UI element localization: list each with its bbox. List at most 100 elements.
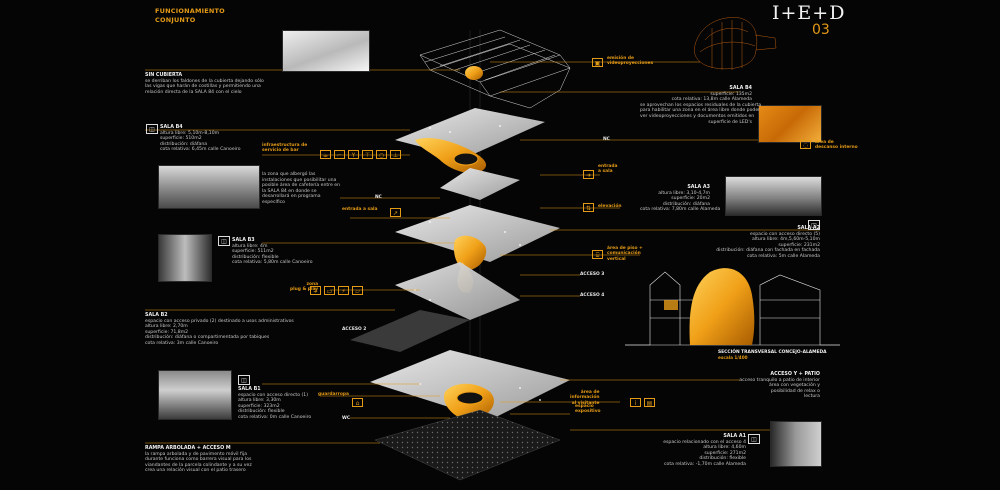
block-line: para habilitar una zona en el área libre… [640, 108, 761, 114]
block-line: superficie: 271m2 [704, 450, 746, 456]
block-line: posible área de cafetería entre en [262, 183, 340, 189]
sala-a2-block: SALA A2 espacio con acceso directo (5) a… [705, 226, 820, 260]
block-line: altura libre: 5,10m-8,10m [160, 130, 220, 136]
rest-icon: ◌ [800, 140, 811, 149]
block-line: superficie: 510m2 [160, 136, 202, 142]
tag-acceso-2: ACCESO 2 [342, 327, 367, 332]
block-line: altura libre: 3,30m [238, 398, 281, 404]
block-line: altura libre: 4,60m [703, 445, 746, 451]
orange-detail-photo [758, 105, 822, 143]
rampa-block: RAMPA ARBOLADA + ACCESO M la rampa arbol… [145, 446, 252, 474]
block-line: acceso tranquilo a patio de interior [739, 377, 820, 383]
ramp-slab [350, 310, 470, 352]
tag-line: entrada [598, 164, 618, 169]
entry-icon: ➜ [583, 170, 594, 179]
tag-acceso-4: ACCESO 4 [580, 293, 605, 298]
tag-zona-plug: zona plug & play [290, 282, 318, 293]
chair-icon: ⌐ [334, 150, 345, 159]
tag-line: información [570, 395, 600, 401]
floor-b2 [395, 262, 520, 320]
tag-line: descanso interno [815, 145, 858, 151]
camera-icon: ◫ [218, 236, 230, 246]
plate-icon: ○ [376, 150, 387, 159]
tag-nc-upper: NC [375, 195, 382, 200]
tag-nc-mid: NC [603, 137, 610, 142]
sala-a1-block: SALA A1 espacio relacionado con el acces… [650, 434, 746, 468]
leader-lines [145, 61, 820, 444]
tag-line: servicio de bar [262, 148, 299, 154]
page-title: FUNCIONAMIENTO CONJUNTO [155, 7, 225, 25]
elevator-icon: ⇅ [583, 203, 594, 212]
laptop-icon: ▱ [352, 286, 363, 295]
tag-line: plug & play [290, 287, 319, 293]
block-line: ver videoproyecciones y documentos emiti… [640, 113, 755, 119]
block-line: cota relativa: 7,80m calle Alameda [640, 207, 721, 213]
block-line: distribución: diáfana [662, 201, 710, 207]
block-line: cota relativa: 0m calle Canoeiro [238, 414, 312, 420]
coat-hanger-icon: ⌂ [352, 398, 363, 407]
projector-icon: ▣ [592, 58, 603, 67]
sala-b1-photo [158, 370, 232, 420]
sala-b4-right-block: SALA B4 superficie: 135m2 cota relativa:… [640, 86, 761, 125]
block-line: se derriban los faldones de la cubierta … [145, 78, 264, 84]
block-title: ACCESO Y + PATIO [770, 372, 820, 377]
block-title: SALA A3 [687, 185, 710, 190]
block-title: SALA B4 [729, 86, 752, 91]
tag-line: videoproyecciones [607, 61, 654, 67]
block-title: SALA B2 [145, 313, 168, 318]
power-icon: ⚡ [338, 286, 349, 295]
tag-entrada-sala: entrada a sala [342, 207, 378, 212]
block-line: espacio con acceso directo (5) [750, 231, 820, 237]
cup-icon: ☕ [320, 150, 331, 159]
title-line-2: CONJUNTO [155, 16, 196, 24]
block-line: cota relativa: 6,45m calle Canoeiro [160, 147, 241, 153]
sala-b4-block: SALA B4 altura libre: 5,10m-8,10m superf… [160, 125, 241, 153]
sin-cubierta-block: SIN CUBIERTA se derriban los faldones de… [145, 73, 264, 95]
plug-icon: ⏚ [310, 286, 321, 295]
tag-area-info: área de información al visitante [570, 390, 600, 406]
block-title: RAMPA ARBOLADA + ACCESO M [145, 446, 231, 451]
block-line: específico [262, 199, 285, 205]
roof-wireframe [419, 29, 571, 109]
sala-a3-block: SALA A3 altura libre: 3,10-4,7m superfic… [640, 185, 721, 213]
glass-icon: Y [348, 150, 359, 159]
info-icon: i [630, 398, 641, 407]
stair-core-upper [453, 235, 487, 271]
section-gold-volume [689, 268, 755, 345]
tag-line: a sala [598, 169, 613, 175]
tag-area-piso: área de piso + comunicación vertical [607, 246, 643, 262]
dotted-ramp [374, 409, 561, 481]
block-line: distribución: diáfana [160, 141, 208, 147]
block-title: SIN CUBIERTA [145, 73, 183, 78]
arrow-icon: ↗ [390, 208, 401, 217]
floor-b3-small [440, 168, 520, 200]
block-line: distribución: flexible [232, 254, 279, 260]
block-line: altura libre: 3,10-4,7m [658, 190, 710, 196]
block-line: espacio relacionado con el acceso 4 [663, 439, 746, 445]
block-line: viandantes de la parcela colindante y a … [145, 462, 252, 468]
block-line: instalaciones que posibilitar una [262, 177, 337, 183]
block-line: cota relativa: 3m calle Canoeiro [145, 340, 219, 346]
brand-logo: I+E+D [772, 2, 846, 24]
block-line: cota relativa: -1,70m calle Alameda [663, 461, 746, 467]
block-line: superficie: 511m2 [232, 249, 274, 255]
block-line: espacio con acceso directo (1) [238, 392, 308, 398]
block-line: la rampa arbolada y de pavimento móvil f… [145, 451, 248, 457]
block-line: altura libre: 4m [232, 243, 268, 249]
block-line: superficie: 323m2 [238, 403, 280, 409]
block-line: posibilidad de relax o [770, 388, 820, 394]
block-line: superficie: 20m2 [671, 196, 710, 202]
camera-icon: ◫ [238, 375, 250, 385]
sala-a1-photo [770, 421, 822, 467]
tag-emision: emisión de videoproyecciones [607, 56, 653, 67]
block-title: SALA A1 [723, 434, 746, 439]
camera-icon: ◫ [146, 124, 158, 134]
block-line: la SALA 84 en donde se [262, 188, 317, 194]
monitor-icon: ▭ [324, 286, 335, 295]
block-line: lectura [803, 394, 820, 400]
tag-line: área de [815, 140, 834, 145]
block-line: espacio con acceso privado (2) destinado… [145, 318, 294, 324]
camera-icon: ◫ [808, 220, 820, 230]
block-line: distribución: flexible [238, 409, 285, 415]
tag-line: zona [306, 282, 319, 287]
